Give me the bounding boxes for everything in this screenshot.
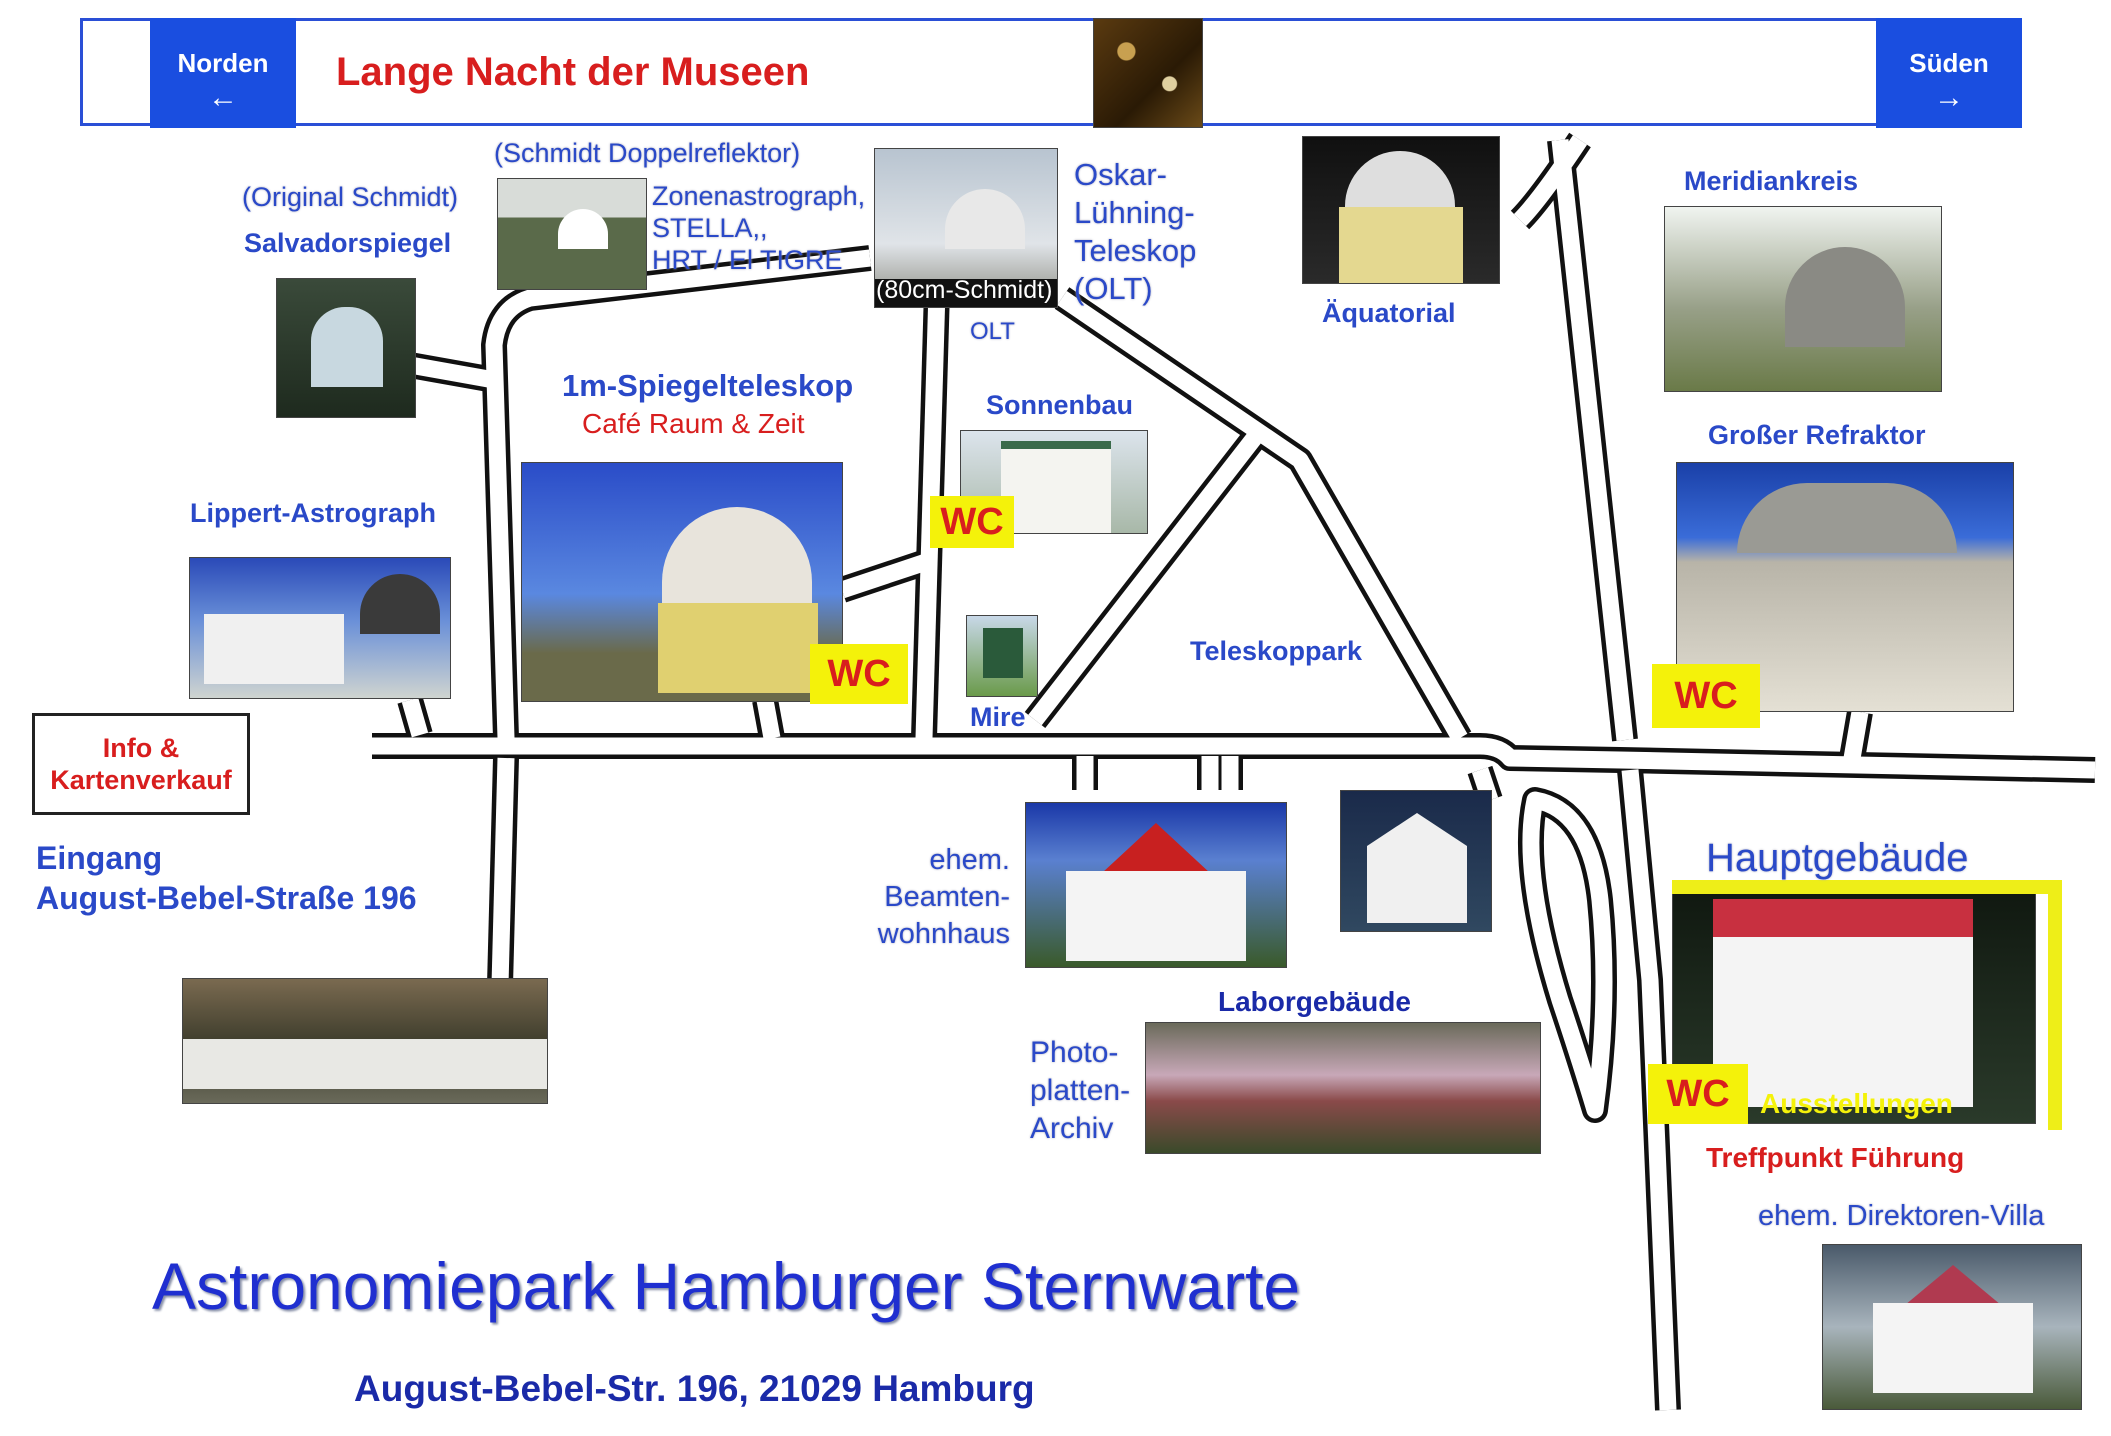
north-label: Norden	[177, 48, 269, 78]
entrance-label: Eingang August-Bebel-Straße 196	[36, 838, 417, 918]
oskar-line-2: Lühning-	[1074, 195, 1195, 230]
salvador-subtitle: (Original Schmidt)	[242, 182, 459, 212]
zonen-line-2: STELLA,,	[652, 213, 768, 243]
south-direction-box: Süden →	[1876, 18, 2022, 128]
aequatorial-photo[interactable]	[1302, 136, 1500, 284]
oskar-line-3: Teleskop	[1074, 233, 1197, 268]
grosser-refraktor-label: Großer Refraktor	[1708, 420, 1926, 450]
spiegelteleskop-1m-label: 1m-Spiegelteleskop	[562, 368, 854, 403]
arrow-right-icon: →	[1934, 81, 1964, 114]
sonnenbau-label: Sonnenbau	[986, 390, 1133, 420]
schmidt-doppelreflektor-photo[interactable]	[497, 178, 647, 290]
mire-label: Mire	[970, 702, 1026, 732]
north-direction-box: Norden ←	[150, 18, 296, 128]
photo-line-2: platten-	[1030, 1074, 1131, 1107]
info-line-2: Kartenverkauf	[50, 765, 232, 795]
banner-flower-photo	[1093, 18, 1203, 128]
beamten-line-1: ehem.	[929, 844, 1010, 876]
treffpunkt-label: Treffpunkt Führung	[1706, 1142, 1965, 1173]
beamtenwohnhaus-label: ehem. Beamten- wohnhaus	[868, 842, 1010, 953]
info-line-1: Info &	[102, 733, 180, 763]
spiegelteleskop-1m-photo[interactable]	[521, 462, 843, 702]
wc-marker-sonnenbau: WC	[930, 496, 1014, 548]
photo-line-1: Photo-	[1030, 1036, 1119, 1069]
laborgebaeude-photo[interactable]	[1145, 1022, 1541, 1154]
zonen-line-3: HRT / El TIGRE	[652, 245, 843, 275]
mire-photo[interactable]	[966, 615, 1038, 697]
photoplatten-archiv-label: Photo- platten- Archiv	[1030, 1034, 1130, 1148]
wc-marker-refraktor: WC	[1652, 664, 1760, 728]
salvador-label: Salvadorspiegel	[244, 228, 452, 258]
meridiankreis-photo[interactable]	[1664, 206, 1942, 392]
top-banner	[80, 18, 2020, 126]
hauptgebaeude-highlight-frame	[1672, 880, 2062, 1130]
hauptgebaeude-photo[interactable]	[1672, 888, 2036, 1124]
banner-title: Lange Nacht der Museen	[336, 50, 810, 94]
info-ticket-box[interactable]: Info & Kartenverkauf	[32, 713, 250, 815]
lippert-astrograph-label: Lippert-Astrograph	[190, 498, 436, 528]
oskar-luehning-label: Oskar- Lühning- Teleskop (OLT)	[1074, 156, 1196, 308]
salvadorspiegel-photo[interactable]	[276, 278, 416, 418]
cafe-label: Café Raum & Zeit	[582, 408, 805, 439]
olt-photo[interactable]	[874, 148, 1058, 308]
oskar-line-4: (OLT)	[1074, 271, 1153, 306]
teleskoppark-label: Teleskoppark	[1190, 636, 1363, 666]
entrance-line-1: Eingang	[36, 840, 163, 876]
arrow-left-icon: ←	[208, 81, 238, 114]
south-label: Süden	[1909, 48, 1989, 78]
zonen-line-1: Zonenastrograph,	[652, 181, 866, 211]
beamtenwohnhaus-photo[interactable]	[1025, 802, 1287, 968]
schmidt-80cm-label: (80cm-Schmidt)	[876, 276, 1053, 304]
laborgebaeude-label: Laborgebäude	[1218, 986, 1411, 1017]
map-title: Astronomiepark Hamburger Sternwarte	[152, 1249, 1301, 1323]
wc-marker-1m-telescope: WC	[810, 644, 908, 704]
photo-line-3: Archiv	[1030, 1112, 1114, 1145]
house-photo[interactable]	[1340, 790, 1492, 932]
eingang-building-photo[interactable]	[182, 978, 548, 1104]
entrance-line-2: August-Bebel-Straße 196	[36, 880, 417, 916]
oskar-line-1: Oskar-	[1074, 157, 1167, 192]
ausstellungen-label: Ausstellungen	[1760, 1088, 1953, 1119]
aequatorial-label: Äquatorial	[1322, 298, 1456, 328]
beamten-line-2: Beamten-	[884, 881, 1010, 913]
olt-short-label: OLT	[970, 318, 1015, 345]
schmidt-double-label: (Schmidt Doppelreflektor)	[494, 138, 801, 168]
wc-marker-hauptgebaeude: WC	[1648, 1064, 1748, 1124]
beamten-line-3: wohnhaus	[877, 918, 1010, 950]
address-label: August-Bebel-Str. 196, 21029 Hamburg	[354, 1368, 1035, 1409]
hauptgebaeude-label: Hauptgebäude	[1706, 836, 1969, 880]
zonenastrograph-label: Zonenastrograph, STELLA,, HRT / El TIGRE	[652, 180, 865, 276]
lippert-astrograph-photo[interactable]	[189, 557, 451, 699]
direktoren-villa-photo[interactable]	[1822, 1244, 2082, 1410]
direktoren-villa-label: ehem. Direktoren-Villa	[1758, 1200, 2045, 1232]
meridiankreis-label: Meridiankreis	[1684, 166, 1859, 196]
